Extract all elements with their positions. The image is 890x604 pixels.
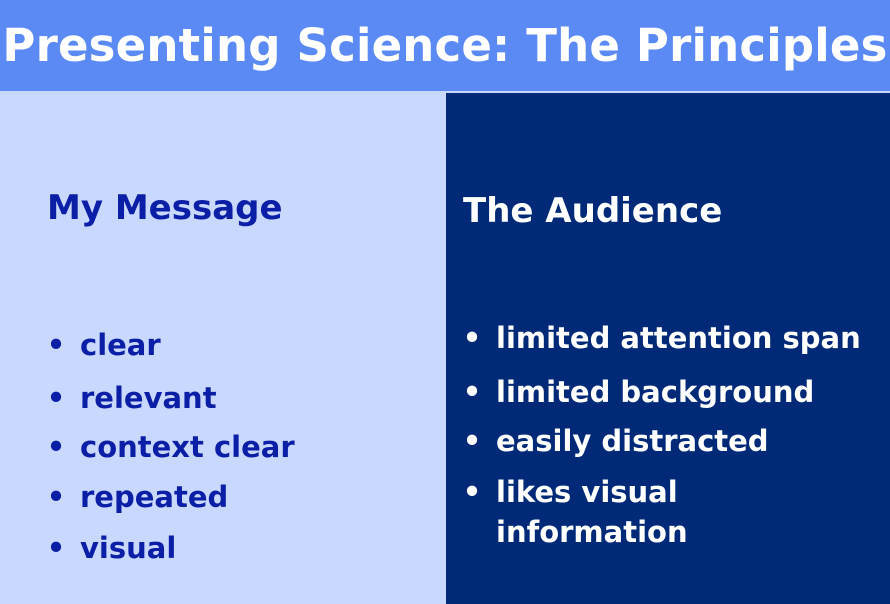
bullet-icon: • xyxy=(46,531,66,565)
list-item-text: visual xyxy=(80,531,177,565)
list-item-text: relevant xyxy=(80,381,217,415)
bullet-icon: • xyxy=(462,321,482,355)
list-item-text: limited background xyxy=(496,375,815,409)
right-heading: The Audience xyxy=(463,191,723,231)
bullet-icon: • xyxy=(46,328,66,362)
list-item-text: easily distracted xyxy=(496,424,769,458)
list-item-text: clear xyxy=(80,328,161,362)
left-panel xyxy=(0,93,446,604)
bullet-icon: • xyxy=(462,424,482,458)
bullet-icon: • xyxy=(462,375,482,409)
bullet-icon: • xyxy=(462,475,482,509)
bullet-icon: • xyxy=(46,430,66,464)
slide-title: Presenting Science: The Principles xyxy=(2,19,888,72)
list-item-text: likes visual xyxy=(496,475,678,509)
title-bar xyxy=(0,0,890,91)
list-item-text: information xyxy=(496,515,688,549)
right-panel xyxy=(446,93,890,604)
bullet-icon: • xyxy=(46,381,66,415)
title-divider xyxy=(0,91,890,93)
list-item-text: repeated xyxy=(80,480,229,514)
list-item-text: context clear xyxy=(80,430,295,464)
list-item-text: limited attention span xyxy=(496,321,861,355)
left-heading: My Message xyxy=(47,188,283,228)
bullet-icon: • xyxy=(46,480,66,514)
